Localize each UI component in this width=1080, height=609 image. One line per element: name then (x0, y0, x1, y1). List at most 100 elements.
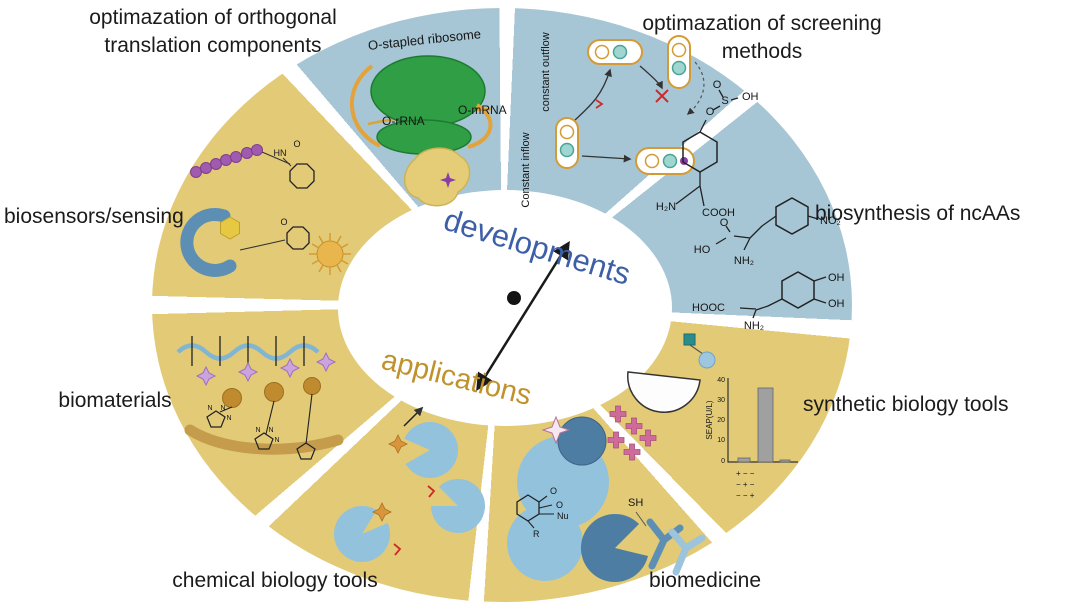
triazole-ring (254, 432, 274, 450)
bead-chain (241, 147, 253, 159)
chem-label: S (721, 95, 728, 107)
n-label: N (274, 437, 279, 444)
fluorophore-star-icon (237, 361, 259, 383)
chart-bar (779, 459, 791, 463)
label-orthogonal-translation: optimazation of orthogonal translation c… (48, 4, 378, 61)
chart-tick: 30 (717, 397, 725, 404)
chem-label: O (720, 217, 729, 229)
pacman-mouth (428, 484, 458, 506)
antibody-icon (668, 528, 706, 576)
cell-circle (612, 44, 628, 60)
label-screening-line2: methods (721, 40, 803, 64)
cargo-bead (303, 377, 321, 395)
fiber-strand (184, 424, 344, 455)
label-orthogonal-line1: optimazation of orthogonal (89, 6, 337, 29)
chart-tick: 10 (717, 437, 725, 444)
biosensors-illustration: HN O O (180, 139, 351, 277)
cell-circle (559, 142, 575, 158)
chart-condition-row: − + − (736, 480, 755, 489)
reaction-star-icon (541, 415, 571, 445)
laser-zigzag-icon (427, 485, 436, 498)
bead-chain (200, 162, 212, 174)
staple-right (467, 103, 493, 149)
aptamer-crescent (180, 207, 237, 277)
chart-bar (757, 387, 774, 463)
dashed-recycle-arrow (686, 61, 705, 115)
cell-circle (671, 42, 687, 58)
chem-label: O (293, 139, 300, 149)
triazole-ring (296, 442, 316, 460)
bead-chain (251, 144, 263, 156)
chemical-tools-illustration (334, 406, 485, 562)
linker-line (261, 151, 291, 165)
ribosome-title: O-stapled ribosome (367, 26, 481, 53)
linker-line (239, 239, 286, 251)
chem-label: O (706, 106, 715, 118)
chem-label: HOOC (692, 302, 725, 314)
chart-tick: 40 (717, 377, 725, 384)
cargo-bead (264, 382, 284, 402)
chem-label: COOH (702, 207, 735, 219)
chem-label: Nu (557, 511, 569, 521)
protein-pacman-dark (580, 514, 648, 583)
cell-circle (594, 44, 610, 60)
bond-line (282, 157, 292, 167)
probe-star-icon (372, 502, 392, 522)
trna-synthetase-blob (404, 147, 471, 207)
chem-label: HO (694, 244, 711, 256)
triazole-ring (206, 410, 226, 428)
ribosome-illustration: O-stapled ribosome O-rRNA O-mRNA (349, 26, 507, 207)
nanoparticle-core (316, 240, 344, 268)
chem-label: O (550, 486, 557, 496)
ncaa-star-icon (440, 172, 456, 188)
label-biosynthesis-ncaas: biosynthesis of ncAAs (815, 202, 1021, 225)
node-circle (698, 351, 716, 369)
laser-zigzag-icon (595, 99, 604, 109)
cell-circle (671, 60, 687, 76)
biomedicine-illustration: O O Nu R SH (507, 415, 706, 583)
protein-ball-dark (557, 416, 607, 466)
chem-label: OH (828, 298, 845, 310)
antibody-icon (646, 518, 684, 570)
inducer-plus-icon (639, 429, 657, 447)
chart-axis-label: SEAP(U/L) (705, 400, 714, 439)
constant-inflow-label: Constant inflow (520, 132, 532, 207)
flow-arrow (639, 65, 663, 90)
laser-zigzag-icon (393, 543, 402, 556)
constant-outflow-label: constant outflow (540, 32, 552, 112)
receptor-dome (627, 371, 701, 413)
cyclooctyne-ring (289, 163, 315, 189)
node-link (689, 344, 704, 355)
chem-label: O (713, 79, 722, 91)
bond-lines (675, 89, 739, 207)
bond-lines (715, 215, 819, 251)
node-square (683, 333, 696, 346)
label-synthetic-biology-tools: synthetic biology tools (803, 393, 1009, 416)
inducer-plus-icon (609, 405, 627, 423)
o-mrna-label: O-mRNA (458, 103, 507, 117)
inducer-plus-icon (607, 431, 625, 449)
chart-axes (727, 378, 798, 463)
chem-label: HN (274, 148, 287, 158)
inducer-plus-icon (623, 443, 641, 461)
benzene-ring (775, 197, 809, 235)
synthetic-tools-illustration: 40 30 20 10 0 SEAP(U/L) + − − − + − − − … (607, 333, 798, 500)
screening-illustration: constant outflow Constant inflow (520, 32, 705, 208)
bead-chain (190, 166, 202, 178)
chem-label: OH (828, 272, 845, 284)
pivot-dot (507, 291, 521, 305)
n-label: N (255, 427, 260, 434)
chem-label: NO₂ (820, 215, 841, 227)
staple-left (349, 64, 381, 148)
cell-circle (644, 153, 660, 169)
chart-tick: 0 (721, 458, 725, 465)
o-rrna-label: O-rRNA (382, 114, 425, 128)
chart-condition-row: + − − (736, 469, 755, 478)
bead-chain (210, 158, 222, 170)
chem-label: NH₂ (734, 255, 754, 267)
chart-tick: 20 (717, 417, 725, 424)
chem-label: NH₂ (744, 320, 764, 332)
fluorophore-star-icon (279, 357, 301, 379)
label-biomedicine: biomedicine (648, 569, 762, 592)
